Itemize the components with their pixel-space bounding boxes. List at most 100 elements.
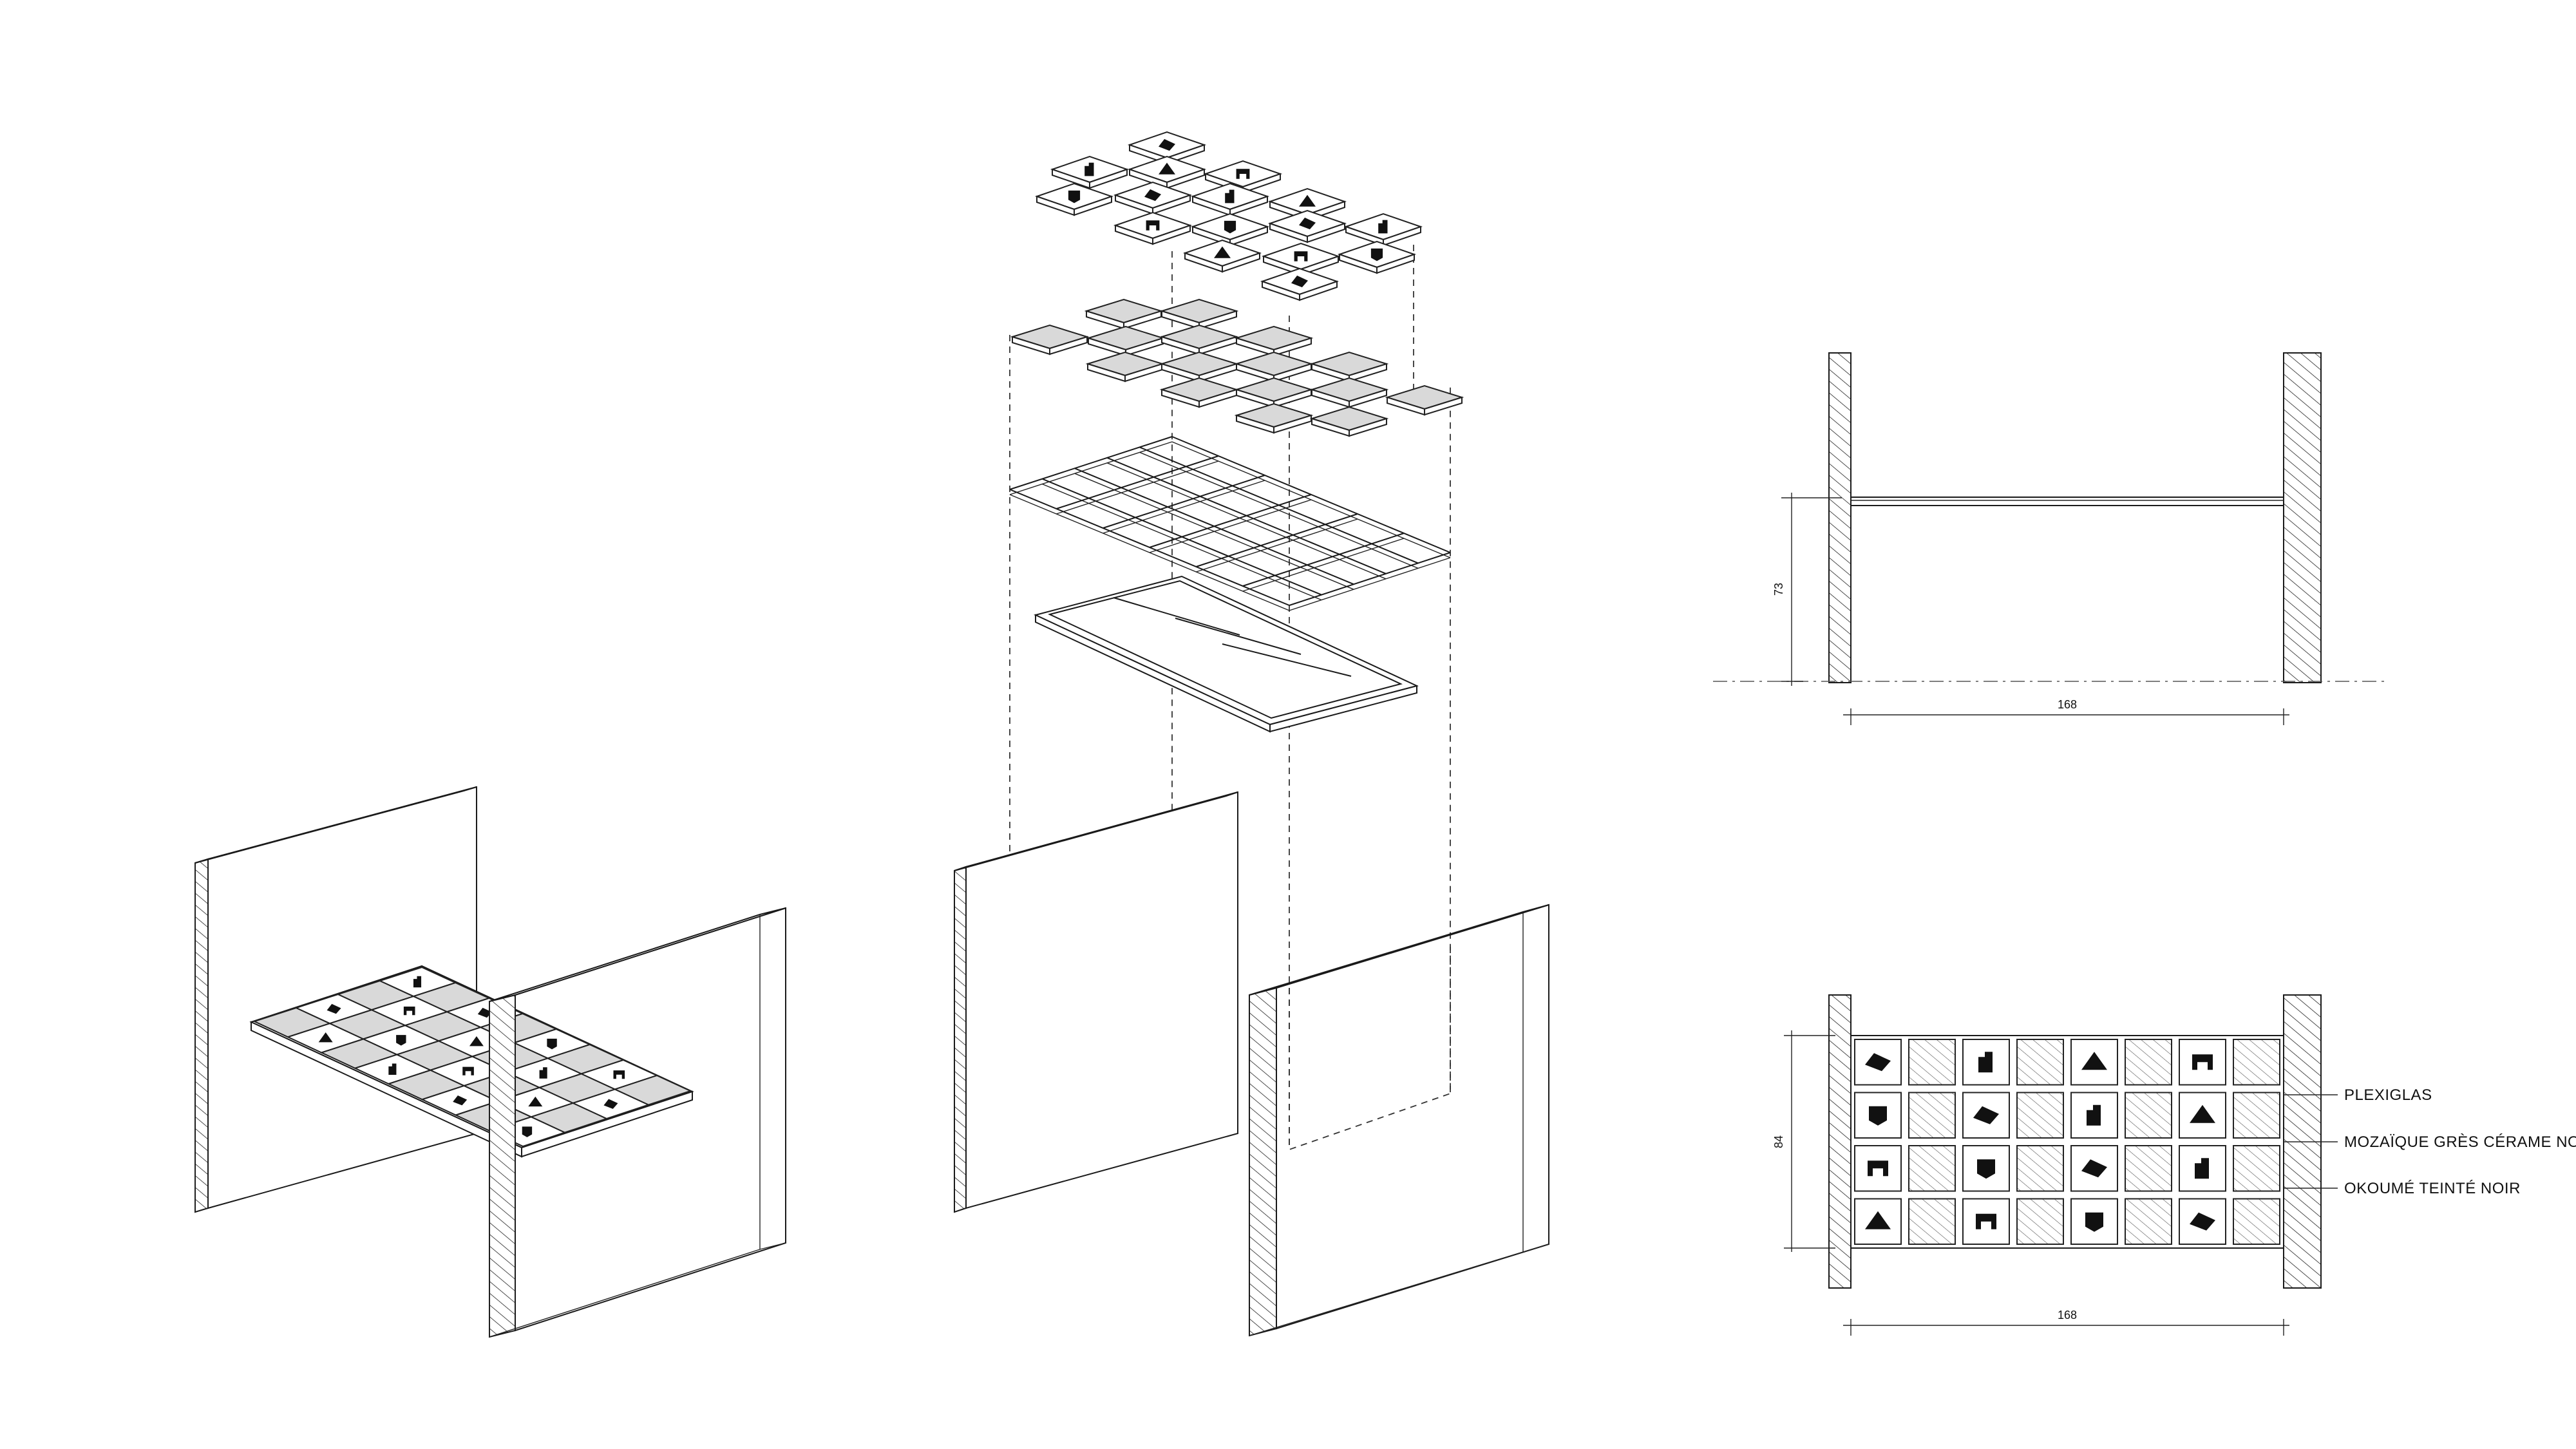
tile-glyph — [2081, 1052, 2107, 1070]
tile-edge — [1049, 336, 1088, 355]
grid-crossbar — [1056, 455, 1219, 509]
ceramic-cell — [1908, 1145, 1956, 1192]
plan-height-label: 84 — [1772, 1135, 1785, 1148]
tile-glyph — [388, 1063, 397, 1075]
tile-glyph — [1068, 190, 1081, 204]
tile-glyph — [1294, 251, 1308, 261]
tile-glyph — [1236, 169, 1250, 179]
grid-crossbar — [1242, 533, 1405, 587]
tile-glyph — [477, 1007, 492, 1018]
tile-glyph — [1869, 1106, 1887, 1126]
grid-crossbar — [1289, 552, 1451, 606]
tile-glyph — [1224, 220, 1236, 234]
tile-glyph — [547, 1038, 557, 1050]
label-plexiglas: PLEXIGLAS — [2344, 1086, 2432, 1104]
ceramic-cell — [2016, 1145, 2064, 1192]
section-width-label: 168 — [2058, 698, 2077, 711]
plan-width-label: 168 — [2058, 1309, 2077, 1321]
grid-crossbar-edge — [1056, 460, 1219, 515]
grid-crossbar-edge — [1289, 557, 1451, 611]
tile-glyph — [1977, 1159, 1995, 1179]
ceramic-cell — [2016, 1039, 2064, 1086]
tile-edge — [1222, 252, 1260, 273]
exploded-axonometric — [954, 131, 1549, 1337]
tile-glyph — [1299, 194, 1316, 207]
tile-glyph — [2081, 1159, 2107, 1178]
material-labels: PLEXIGLAS MOZAÏQUE GRÈS CÉRAME NOIRE OKO… — [2284, 1086, 2576, 1197]
tile-glyph — [1868, 1160, 1888, 1177]
grid-crossbar-edge — [1009, 441, 1173, 495]
grid-crossbar — [1103, 475, 1265, 529]
tile-glyph — [1973, 1106, 1999, 1124]
tile-glyph — [2190, 1104, 2215, 1123]
ceramic-cell — [2125, 1198, 2172, 1245]
tile-glyph — [1378, 220, 1388, 234]
tile-edge — [1424, 396, 1463, 416]
ceramic-cell — [2016, 1092, 2064, 1139]
ceramic-tile — [613, 1074, 692, 1106]
tile-glyph — [2190, 1212, 2215, 1231]
tile-glyph — [1299, 217, 1316, 230]
ceramic-cell — [2233, 1145, 2280, 1192]
ceramic-cell — [1908, 1039, 1956, 1086]
ceramic-cell — [2125, 1145, 2172, 1192]
tile-glyph — [1214, 246, 1231, 258]
tile-glyph — [1291, 275, 1308, 288]
ceramic-cell — [2233, 1092, 2280, 1139]
assembled-axonometric — [194, 786, 786, 1338]
label-okoume: OKOUMÉ TEINTÉ NOIR — [2344, 1180, 2521, 1197]
assembled-tabletop — [249, 965, 694, 1158]
plan-drawing: 84 168 PLEXIGLAS MOZAÏQUE GRÈS CÉRAME NO… — [1772, 994, 2576, 1336]
ceramic-cell — [1908, 1198, 1956, 1245]
ceramic-cell — [2125, 1092, 2172, 1139]
tile-glyph — [413, 976, 422, 988]
tile-glyph — [1976, 1213, 1996, 1229]
ceramic-cell — [2233, 1198, 2280, 1245]
grid-crossbar-edge — [1196, 518, 1358, 573]
tile-glyph — [469, 1036, 484, 1046]
tile-glyph — [528, 1096, 543, 1107]
tile-glyph — [539, 1067, 547, 1079]
exploded-left-wall — [954, 791, 1238, 1213]
exploded-right-wall — [1249, 904, 1549, 1337]
ceramic-tile-layer — [1010, 298, 1464, 437]
grid-crossbar — [1149, 494, 1312, 548]
ceramic-cell — [2233, 1039, 2280, 1086]
base-frame — [1034, 575, 1419, 733]
tile-glyph — [603, 1099, 618, 1109]
tile-glyph — [2087, 1104, 2101, 1126]
tile-glyph — [1146, 220, 1160, 231]
tile-edge — [1166, 168, 1205, 189]
tile-edge — [1089, 168, 1128, 189]
tile-glyph — [1084, 162, 1094, 176]
ceramic-cell — [1908, 1092, 1956, 1139]
tile-glyph — [1370, 248, 1383, 261]
tile-glyph — [2192, 1054, 2213, 1070]
grid-crossbar — [1196, 513, 1358, 567]
tile-edge — [1074, 195, 1112, 216]
tile-edge — [1349, 388, 1387, 408]
tile-glyph — [2085, 1212, 2103, 1232]
tile-glyph — [1865, 1053, 1891, 1072]
plan-height-dimension: 84 — [1772, 1030, 1835, 1252]
wood-grid-frame — [1009, 436, 1451, 611]
tile-glyph — [1144, 189, 1161, 202]
plexiglas-tile-layer — [1034, 131, 1423, 301]
plan-width-dimension: 168 — [1843, 1309, 2289, 1336]
ceramic-cell — [2016, 1198, 2064, 1245]
section-height-label: 73 — [1772, 583, 1785, 596]
tile-glyph — [327, 1003, 341, 1014]
tile-glyph — [453, 1095, 468, 1106]
tile-glyph — [1225, 189, 1235, 204]
label-ceramic-mosaic: MOZAÏQUE GRÈS CÉRAME NOIRE — [2344, 1133, 2576, 1151]
tile-glyph — [318, 1032, 333, 1043]
tile-glyph — [462, 1066, 474, 1075]
section-drawing: 73 168 — [1713, 352, 2389, 725]
tile-glyph — [1159, 162, 1175, 175]
section-width-dimension: 168 — [1843, 698, 2289, 725]
tile-glyph — [1978, 1052, 1993, 1073]
section-height-dimension: 73 — [1772, 493, 1842, 686]
grid-crossbar-edge — [1103, 480, 1265, 534]
grid-crossbar — [1009, 436, 1173, 490]
